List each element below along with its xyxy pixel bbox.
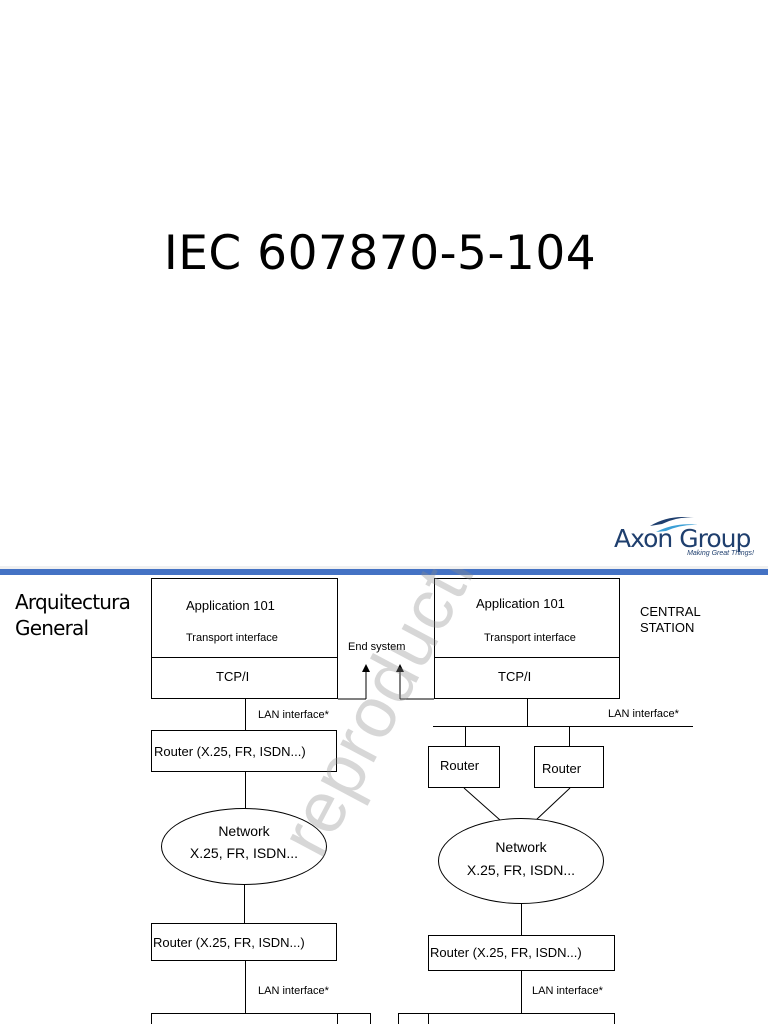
end-system-arrows: [338, 664, 434, 700]
logo-tagline: Making Great Things!: [687, 550, 754, 557]
left-lan-label-top: LAN interface*: [258, 709, 329, 721]
left-end-system-box-bottom: [151, 1013, 371, 1024]
slide-heading: Arquitectura General: [15, 589, 150, 641]
left-tcp-label: TCP/I: [216, 669, 250, 684]
right-network-label: Network: [495, 839, 547, 855]
right-lan-line-bottom: [521, 971, 522, 1013]
left-router-top-box: [151, 730, 337, 772]
right-router-1-box: [428, 746, 500, 788]
left-router-bottom-label: Router (X.25, FR, ISDN...): [153, 935, 305, 950]
slide-separator: [0, 566, 768, 569]
router1-drop: [465, 726, 466, 746]
right-tcp-label: TCP/I: [498, 669, 532, 684]
right-router-bottom-box: [428, 935, 615, 971]
central-station-line-1: CENTRAL: [640, 604, 701, 619]
right-router-1-label: Router: [440, 758, 480, 773]
right-network-types: X.25, FR, ISDN...: [466, 862, 576, 878]
logo-name: Axon Group: [614, 524, 751, 553]
left-lan-label-bottom: LAN interface*: [258, 985, 329, 997]
end-system-label: End system: [348, 641, 406, 653]
central-station-line-2: STATION: [640, 620, 695, 635]
right-lan-bus: [433, 726, 693, 727]
heading-line-2: General: [15, 616, 89, 640]
right-bottom-divider: [428, 1013, 429, 1024]
up-arrow-icon: [396, 664, 404, 672]
right-box-divider: [434, 657, 620, 658]
right-application-label: Application 101: [476, 596, 565, 611]
central-station-label: CENTRAL STATION: [640, 604, 701, 636]
left-router-top-label: Router (X.25, FR, ISDN...): [154, 744, 306, 759]
left-network-oval: Network X.25, FR, ISDN...: [161, 808, 327, 885]
left-lan-line-bottom: [245, 961, 246, 1013]
heading-line-1: Arquitectura: [15, 590, 131, 614]
title-slide: IEC 607870-5-104 Axon Group Making Great…: [163, 226, 762, 564]
architecture-slide: Arquitectura General Application 101 Tra…: [0, 569, 768, 1024]
left-network-label: Network: [218, 823, 270, 839]
right-end-system-box-bottom: [398, 1013, 615, 1024]
left-router-bottom-box: [151, 923, 337, 961]
left-lan-line-top: [245, 699, 246, 730]
axon-group-logo: Axon Group Making Great Things!: [612, 512, 762, 564]
right-transport-label: Transport interface: [484, 632, 576, 644]
left-transport-label: Transport interface: [186, 632, 278, 644]
right-router-bottom-label: Router (X.25, FR, ISDN...): [430, 945, 582, 960]
left-network-types: X.25, FR, ISDN...: [189, 845, 299, 861]
left-router-network-line: [245, 772, 246, 808]
header-bar: [0, 569, 768, 575]
right-network-router-line: [521, 904, 522, 935]
right-lan-label-top: LAN interface*: [608, 708, 679, 720]
slide-title: IEC 607870-5-104: [163, 226, 597, 281]
left-application-label: Application 101: [186, 598, 275, 613]
left-bottom-divider: [337, 1013, 338, 1024]
left-end-system-box: [151, 578, 338, 699]
right-lan-drop: [527, 699, 528, 726]
router-network-links: [463, 788, 571, 821]
router2-drop: [569, 726, 570, 746]
right-router-2-box: [534, 746, 604, 788]
right-end-system-box: [434, 578, 620, 699]
left-network-router-line: [244, 885, 245, 923]
right-router-2-label: Router: [542, 761, 582, 776]
up-arrow-icon: [362, 664, 370, 672]
right-lan-label-bottom: LAN interface*: [532, 985, 603, 997]
logo-swoosh-icon: [650, 517, 698, 532]
right-network-oval: Network X.25, FR, ISDN...: [438, 818, 604, 904]
left-box-divider: [151, 657, 338, 658]
